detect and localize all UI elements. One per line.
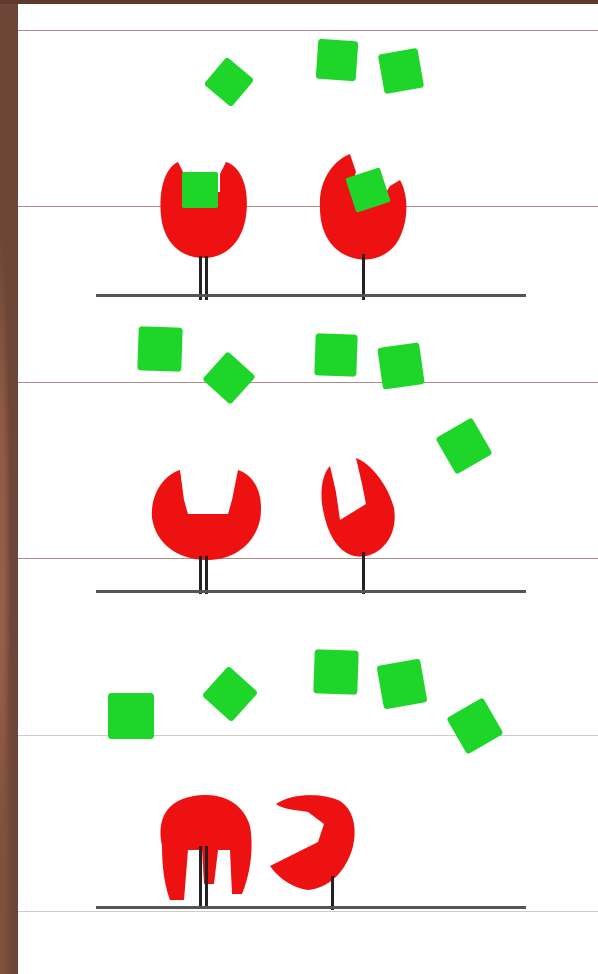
ligand <box>377 342 424 389</box>
ligand <box>378 48 424 94</box>
ligand <box>202 351 256 405</box>
receptor-twisted <box>270 795 355 910</box>
ligand <box>202 666 258 722</box>
receptor-ligand-diagram <box>18 4 598 974</box>
ligand <box>316 39 359 82</box>
ligand <box>137 326 183 372</box>
ligand <box>435 417 492 474</box>
ligand <box>446 697 503 754</box>
slide-background-left <box>0 0 18 974</box>
ligand <box>313 649 359 695</box>
membrane <box>96 294 526 297</box>
membrane <box>96 590 526 593</box>
membrane <box>96 906 526 909</box>
panel-1 <box>96 39 526 300</box>
receptor-open <box>321 458 394 594</box>
ligand <box>314 333 357 376</box>
ligand <box>204 57 255 108</box>
panel-3 <box>96 649 526 910</box>
receptor-open <box>152 470 261 594</box>
panel-2 <box>96 326 526 594</box>
diagram-panel <box>18 4 598 974</box>
receptor-closed <box>160 795 251 908</box>
ligand <box>377 659 428 710</box>
receptor-bound <box>320 154 407 300</box>
ligand <box>108 693 154 739</box>
receptor-bound <box>160 162 246 300</box>
